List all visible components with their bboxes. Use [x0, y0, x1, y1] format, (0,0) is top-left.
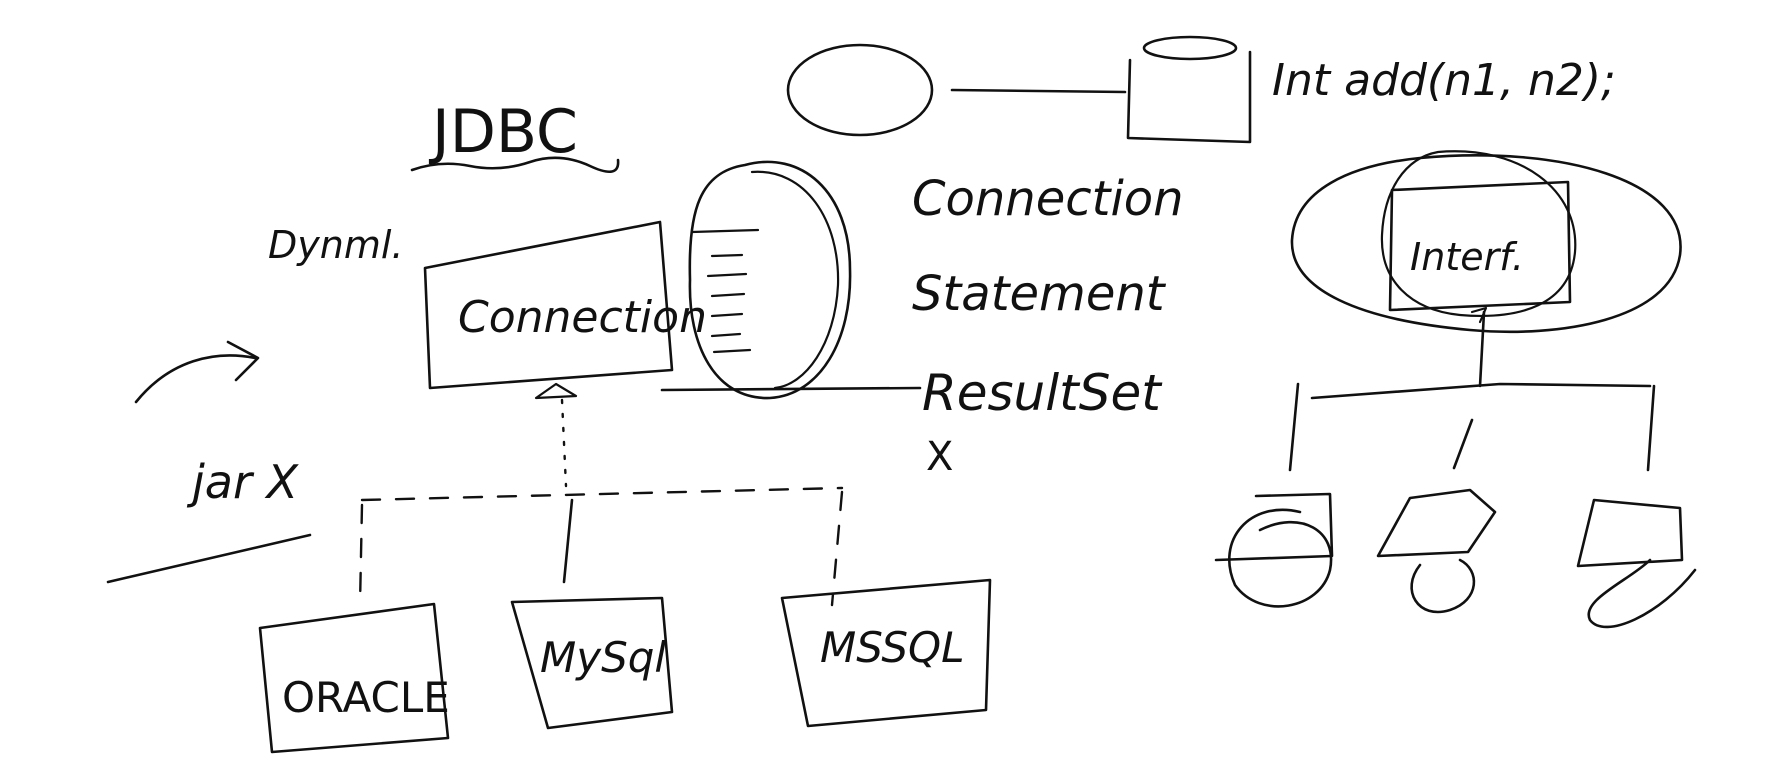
driver-label-oracle: ORACLE [282, 673, 450, 722]
right-interface-label: Interf. [1410, 235, 1524, 279]
resultset-connector-line [660, 386, 922, 392]
api-item-resultset: ResultSet [922, 364, 1163, 422]
driver-box-mysql [510, 596, 674, 730]
page-title: JDBC [428, 97, 578, 167]
right-outer-loop [1290, 154, 1682, 334]
driver-box-mssql [780, 578, 992, 728]
right-child-1 [1214, 492, 1334, 608]
branch-mysql [562, 498, 574, 584]
title-underline [410, 156, 620, 174]
dashed-bus-line [360, 486, 844, 502]
right-trunk [1478, 310, 1486, 388]
lower-stroke [106, 533, 312, 584]
cylinder-icon [1126, 35, 1252, 144]
driver-label-mysql: MySql [540, 633, 666, 682]
driver-label-mssql: MSSQL [820, 623, 965, 672]
cross-mark: X [926, 434, 953, 480]
top-connector-line [950, 88, 1127, 94]
right-branch-3 [1646, 384, 1656, 472]
right-interface-box [1388, 180, 1572, 312]
method-loop [688, 160, 852, 400]
jar-note: jar X [186, 455, 300, 509]
right-child-3 [1576, 498, 1697, 629]
driver-box-oracle [258, 602, 450, 754]
curved-arrow [134, 354, 257, 404]
interface-box-label: Connection [458, 292, 707, 343]
right-bus-line [1310, 382, 1652, 400]
realization-stem [560, 398, 568, 488]
right-branch-1 [1288, 382, 1300, 472]
method-loop-stroke [750, 170, 840, 390]
dashed-branch-oracle [358, 503, 364, 607]
realization-triangle [534, 382, 578, 400]
right-child-2 [1376, 488, 1497, 614]
curved-arrow-head [226, 340, 260, 382]
top-ellipse [786, 43, 934, 137]
left-note: Dynml. [268, 223, 404, 267]
connection-interface-box [423, 220, 674, 390]
code-note: Int add(n1, n2); [1272, 55, 1616, 106]
right-inner-loop [1380, 150, 1577, 317]
right-arrow-head [1470, 306, 1488, 324]
api-item-statement: Statement [912, 266, 1167, 322]
right-branch-2 [1452, 418, 1474, 470]
method-list-lines [690, 228, 760, 354]
api-item-connection: Connection [912, 171, 1184, 227]
dashed-branch-mssql [830, 490, 844, 607]
